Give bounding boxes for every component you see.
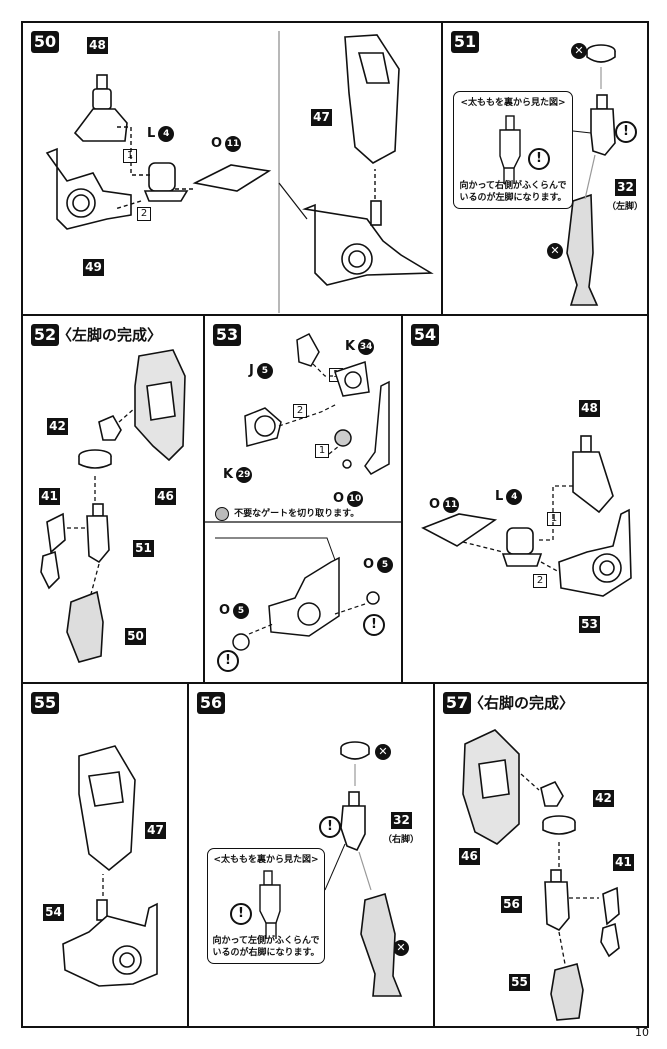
- step-number: 52: [31, 324, 59, 346]
- gate-cut-note: 不要なゲートを切り取ります。: [215, 506, 359, 521]
- part-tag: 48: [87, 37, 108, 54]
- caution-mark: !: [217, 650, 239, 672]
- caution-mark: !: [528, 148, 550, 170]
- part-tag: 50: [125, 628, 146, 645]
- step-title: 〈右脚の完成〉: [469, 694, 575, 712]
- step-number: 54: [411, 324, 439, 346]
- part-tag: 41: [613, 854, 634, 871]
- part-tag: 46: [155, 488, 176, 505]
- thigh-rear-icon: [259, 870, 281, 939]
- step-number: 53: [213, 324, 241, 346]
- caution-mark: !: [230, 903, 252, 925]
- part-tag: 56: [501, 896, 522, 913]
- step-56-drawing: [324, 741, 403, 997]
- order-mark: 2: [137, 207, 151, 221]
- step-57-panel: 57 〈右脚の完成〉 42 46 41 56 55: [433, 682, 649, 1028]
- step-51-panel: 51 ✕ ✕ ! 32 （左脚） <太ももを裏から見た図> ! 向かって右側がふ…: [441, 21, 649, 316]
- callout-note: 向かって左側がふくらんで いるのが右脚になります。: [212, 936, 320, 958]
- part-tag: 49: [83, 259, 104, 276]
- step-52-panel: 52 〈左脚の完成〉 42 46 41 51 50: [21, 314, 205, 684]
- part-tag: 46: [459, 848, 480, 865]
- step-57-drawing: [462, 729, 620, 1021]
- part-tag: 47: [145, 822, 166, 839]
- thigh-rear-icon: [499, 115, 521, 184]
- discard-mark: ✕: [393, 940, 409, 956]
- discard-mark: ✕: [375, 744, 391, 760]
- caution-mark: !: [363, 614, 385, 636]
- step-50-drawing: [45, 31, 434, 313]
- part-tag: 48: [579, 400, 600, 417]
- order-mark: 1: [123, 149, 137, 163]
- rear-view-callout: <太ももを裏から見た図> ! 向かって右側がふくらんで いるのが左脚になります。: [453, 91, 573, 209]
- page-number: 10: [635, 1026, 649, 1039]
- step-53-drawing: [205, 333, 405, 651]
- caution-mark: !: [319, 816, 341, 838]
- callout-note: 向かって右側がふくらんで いるのが左脚になります。: [459, 181, 567, 203]
- order-mark: 2: [293, 404, 307, 418]
- step-55-panel: 55 47 54: [21, 682, 189, 1028]
- callout-title: <太ももを裏から見た図>: [213, 855, 319, 865]
- discard-mark: ✕: [547, 243, 563, 259]
- step-number: 50: [31, 31, 59, 53]
- order-mark: 1: [315, 444, 329, 458]
- step-title: 〈左脚の完成〉: [57, 326, 163, 344]
- part-tag: 47: [311, 109, 332, 126]
- step-number: 56: [197, 692, 225, 714]
- callout-title: <太ももを裏から見た図>: [460, 98, 566, 108]
- step-51-drawing: [566, 44, 616, 306]
- step-number: 55: [31, 692, 59, 714]
- order-mark: 1: [547, 512, 561, 526]
- part-tag: 42: [593, 790, 614, 807]
- part-tag: 53: [579, 616, 600, 633]
- part-tag: 54: [43, 904, 64, 921]
- step-number: 51: [451, 31, 479, 53]
- part-tag: 41: [39, 488, 60, 505]
- step-56-panel: 56 ✕ ✕ ! 32 （右脚） <太ももを裏から見た図> ! 向かって左側がふ…: [187, 682, 435, 1028]
- side-label-right-leg: （右脚）: [383, 835, 420, 845]
- discard-mark: ✕: [571, 43, 587, 59]
- part-tag: 32: [391, 812, 412, 829]
- part-tag: 32: [615, 179, 636, 196]
- side-label-left-leg: （左脚）: [607, 202, 644, 212]
- part-tag: 55: [509, 974, 530, 991]
- order-mark: 2: [533, 574, 547, 588]
- step-54-drawing: [421, 435, 632, 597]
- step-52-drawing: [40, 349, 186, 663]
- step-55-drawing: [62, 745, 158, 987]
- nipper-icon: [215, 506, 229, 521]
- caution-mark: !: [615, 121, 637, 143]
- part-tag: 42: [47, 418, 68, 435]
- step-number: 57: [443, 692, 471, 714]
- rear-view-callout: <太ももを裏から見た図> ! 向かって左側がふくらんで いるのが右脚になります。: [207, 848, 325, 964]
- part-tag: 51: [133, 540, 154, 557]
- step-53-panel: 53 J5 K34 K29 O10 1 2 1 不要なゲートを切り取ります。 O…: [203, 314, 405, 684]
